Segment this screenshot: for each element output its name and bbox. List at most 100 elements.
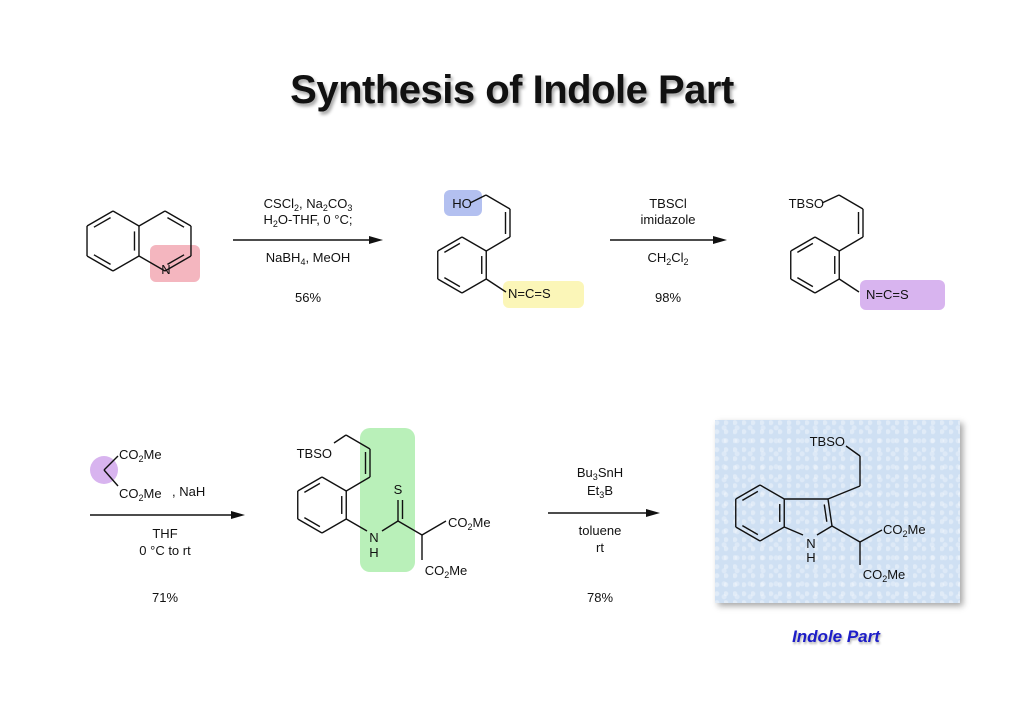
double-bond-line (444, 242, 461, 253)
bond (103, 455, 119, 471)
bond (469, 194, 487, 204)
bond (333, 434, 347, 444)
thioamide-ester-1: CO2Me (448, 515, 491, 532)
step1-reagent-2: H2O-THF, 0 °C; (263, 212, 353, 229)
bond (421, 520, 447, 536)
bond (485, 194, 511, 210)
reaction-arrow-4-head (646, 509, 660, 517)
step2-solvent: CH2Cl2 (647, 250, 689, 267)
step4-reagent-1: Bu3SnH (576, 465, 624, 482)
step3-solvent: THF (152, 526, 178, 541)
bond (827, 498, 833, 527)
reaction-arrow-1-head (369, 236, 383, 244)
ring-bond (814, 236, 840, 252)
bond (397, 520, 423, 536)
double-bond-line (797, 277, 814, 288)
thioamide-n-label: N (369, 530, 379, 545)
bond (845, 445, 861, 457)
double-bond-line (167, 216, 185, 228)
bond (345, 476, 371, 492)
thioamide-ester-2: CO2Me (424, 563, 468, 580)
step1-reagent-1: CSCl2, Na2CO3 (263, 196, 353, 213)
isothiocyanate-highlight-2 (860, 280, 945, 310)
ring-bond (138, 255, 166, 272)
double-bond-line (444, 277, 461, 288)
step3-base: , NaH (172, 484, 206, 499)
double-bond-line (93, 216, 111, 228)
ring-bond (814, 278, 840, 294)
ring-bond (164, 255, 192, 272)
ring-bond (321, 476, 347, 492)
isothiocyanate-label-2: N=C=S (866, 287, 909, 302)
ring-bond (461, 278, 487, 294)
bond (831, 525, 861, 543)
indole-ester-1: CO2Me (883, 522, 926, 539)
indole-n-label: N (806, 536, 816, 551)
ring-bond (86, 255, 114, 272)
thioamide-s-label: S (393, 482, 403, 497)
bond (381, 520, 399, 532)
bond (485, 278, 507, 293)
thioamide-tbso-label: TBSO (296, 446, 332, 461)
indole-tbso-label: TBSO (809, 434, 845, 449)
ring-bond (461, 236, 487, 252)
tbso-label: TBSO (788, 196, 824, 211)
bond (345, 518, 368, 532)
ring-bond (437, 278, 463, 294)
ring-bond (790, 236, 816, 252)
ring-bond (735, 526, 761, 542)
indole-product-box (715, 420, 960, 603)
ring-bond (112, 255, 140, 272)
ring-bond (86, 210, 114, 227)
double-bond-line (742, 490, 759, 501)
step4-yield: 78% (586, 590, 614, 605)
thioamide-highlight (360, 428, 415, 572)
step2-reagent-2: imidazole (640, 212, 696, 227)
isothiocyanate-highlight (503, 281, 584, 308)
bond (345, 434, 371, 450)
isothiocyanate-label: N=C=S (508, 286, 551, 301)
step3-temperature: 0 °C to rt (139, 543, 191, 558)
ring-bond (759, 484, 785, 500)
ring-bond (138, 210, 166, 227)
double-bond-line (93, 254, 111, 266)
step4-temperature: rt (596, 540, 604, 555)
malonate-ester-2: CO2Me (119, 486, 162, 503)
reaction-arrow-2-head (713, 236, 727, 244)
bond (103, 469, 119, 487)
step4-reagent-2: Et3B (587, 483, 613, 500)
ring-bond (790, 278, 816, 294)
bond (821, 194, 840, 204)
hydroxyl-highlight (444, 190, 482, 216)
ring-bond (735, 484, 761, 500)
step2-yield: 98% (654, 290, 682, 305)
indole-ester-2: CO2Me (862, 567, 906, 584)
bond (783, 526, 804, 536)
reaction-arrow-3-head (231, 511, 245, 519)
double-bond-line (742, 525, 759, 536)
bond (838, 194, 864, 210)
malonate-ester-1: CO2Me (119, 447, 162, 464)
ring-bond (759, 526, 785, 542)
ring-bond (321, 518, 347, 534)
ring-bond (112, 210, 140, 227)
hydroxyl-label: HO (452, 196, 472, 211)
double-bond-line (304, 517, 321, 528)
step1-yield: 56% (294, 290, 322, 305)
bond (859, 529, 883, 543)
ring-bond (297, 476, 323, 492)
ring-bond (297, 518, 323, 534)
indole-h-label: H (806, 550, 816, 565)
double-bond-line (304, 482, 321, 493)
step3-yield: 71% (151, 590, 179, 605)
step4-solvent: toluene (578, 523, 622, 538)
bond (838, 236, 864, 252)
ring-bond (164, 210, 192, 227)
bond (838, 278, 860, 293)
bond (827, 485, 861, 500)
ring-bond (437, 236, 463, 252)
step1-reagent-3: NaBH4, MeOH (265, 250, 351, 267)
slide-title: Synthesis of Indole Part (290, 68, 734, 112)
bond (816, 525, 833, 536)
